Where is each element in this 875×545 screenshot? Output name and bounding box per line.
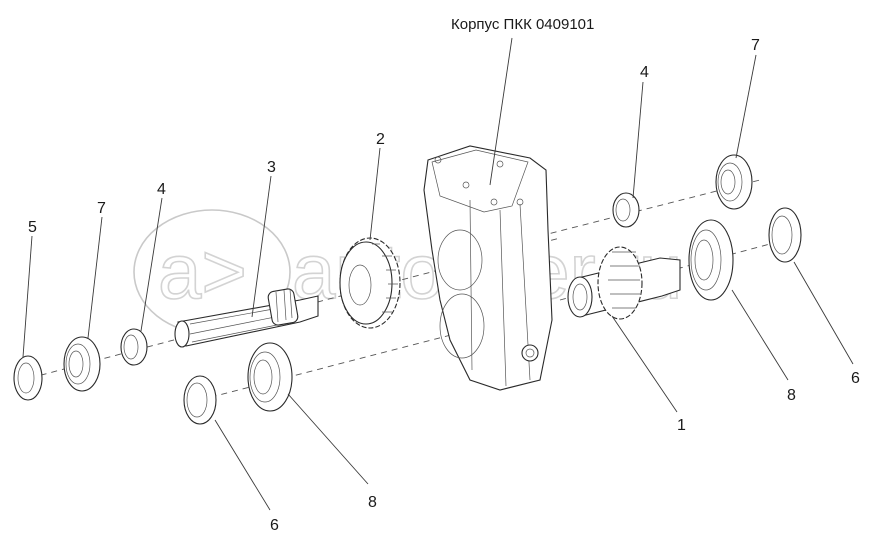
gear-2 — [339, 237, 401, 329]
leader-4-right — [632, 81, 644, 199]
leader-title — [489, 37, 513, 186]
leader-3 — [251, 175, 272, 318]
callout-label: 8 — [787, 387, 796, 404]
callout-label: 8 — [368, 494, 377, 511]
leader-1 — [611, 315, 678, 413]
leader-8-right — [731, 289, 789, 381]
leader-4-left — [140, 197, 163, 332]
leader-7-right — [735, 54, 757, 159]
bearing-8-right — [688, 219, 734, 301]
leader-2 — [369, 147, 381, 241]
seal-5 — [13, 355, 43, 401]
gear-shaft-1 — [567, 246, 681, 320]
callout-label: 1 — [677, 417, 686, 434]
bearing-7-left — [63, 336, 101, 392]
seal-6-left — [183, 375, 217, 425]
callout-label: 7 — [751, 37, 760, 54]
callout-label: 4 — [640, 64, 649, 81]
callout-label: 7 — [97, 200, 106, 217]
ring-4-right — [612, 192, 640, 228]
callout-label: 2 — [376, 131, 385, 148]
callout-label: 6 — [851, 370, 860, 387]
leader-6-left — [214, 419, 271, 511]
leader-6-right — [793, 261, 854, 365]
callout-label: 4 — [157, 181, 166, 198]
bearing-7-right — [715, 154, 753, 210]
leader-7-left — [87, 216, 103, 339]
diagram-title: Корпус ПКК 0409101 — [451, 16, 594, 33]
leader-8-left — [287, 393, 369, 485]
callout-label: 6 — [270, 517, 279, 534]
leader-lines — [22, 37, 854, 511]
leader-5 — [22, 235, 33, 358]
callout-label: 5 — [28, 219, 37, 236]
ring-4-left — [120, 328, 148, 366]
callout-label: 3 — [267, 159, 276, 176]
axis-lower-left — [199, 329, 471, 401]
shaft-3 — [174, 288, 319, 348]
watermark-logo: a> — [158, 227, 247, 315]
callout-labels: 5 7 4 3 2 6 8 4 7 1 8 6 — [28, 37, 860, 534]
bearing-8-left — [247, 342, 293, 412]
seal-6-right — [768, 207, 802, 263]
housing — [423, 145, 553, 391]
